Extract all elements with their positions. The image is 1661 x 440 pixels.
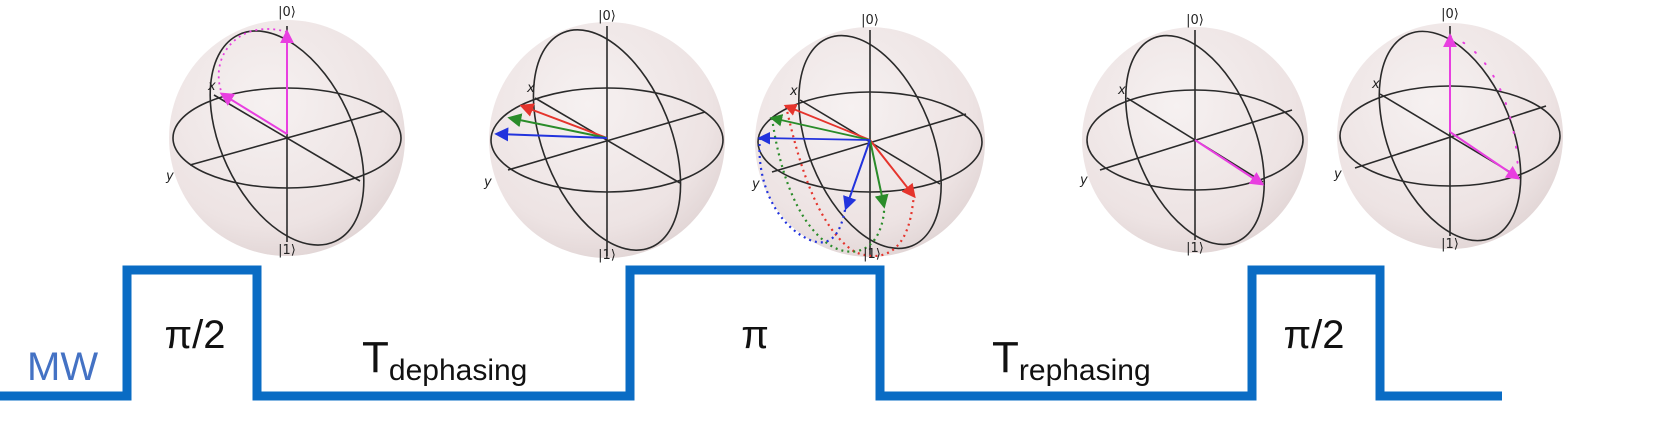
ket0-label: |0⟩: [598, 9, 616, 24]
ket0-label: |0⟩: [861, 13, 879, 28]
x-axis-label: x: [789, 84, 798, 99]
y-axis-label: y: [1333, 167, 1342, 182]
vector-blue: [843, 139, 871, 211]
delay-subscript: rephasing: [1019, 354, 1151, 387]
pulse-label-pi-half-2: π/2: [1284, 313, 1345, 357]
mw-pulse-line: [0, 265, 1502, 401]
pulse-label-pi-half-1: π/2: [165, 313, 226, 357]
bloch-sphere-4: |0⟩ |1⟩ x y: [1079, 13, 1308, 256]
delay-label-rephasing: Trephasing: [992, 333, 1151, 387]
trajectory-blue: [758, 137, 849, 244]
ket1-label: |1⟩: [1441, 237, 1459, 252]
ket1-label: |1⟩: [598, 248, 616, 263]
bloch-sphere-5: |0⟩ |1⟩ x y: [1333, 7, 1563, 252]
delay-main: T: [992, 333, 1019, 382]
ket0-label: |0⟩: [278, 5, 296, 20]
x-axis-label: x: [207, 79, 216, 94]
vector-red-initial: [783, 103, 871, 141]
meridian: [798, 34, 942, 250]
bloch-sphere-1: |0⟩ |1⟩ x y: [165, 5, 405, 258]
delay-main: T: [362, 333, 389, 382]
delay-label-dephasing: Tdephasing: [362, 333, 527, 387]
state-vector-start: [1449, 131, 1521, 180]
pulse-sequence: MW π/2 Tdephasing π Trephasing π/2: [0, 265, 1502, 401]
x-axis-label: x: [526, 81, 535, 96]
x-axis-label: x: [1117, 83, 1126, 98]
ket1-label: |1⟩: [278, 243, 296, 258]
trajectory-green: [770, 117, 886, 253]
vector-green: [869, 139, 889, 209]
vector-red: [519, 103, 608, 139]
vector-blue-initial: [757, 131, 871, 145]
mw-label: MW: [27, 345, 98, 389]
vector-red: [869, 139, 916, 199]
y-axis: [1354, 105, 1547, 169]
y-axis: [189, 110, 385, 166]
pulse-label-pi: π: [741, 313, 769, 357]
delay-subscript: dephasing: [389, 354, 527, 387]
state-vector: [1194, 139, 1265, 186]
ket1-label: |1⟩: [863, 247, 881, 262]
ket0-label: |0⟩: [1441, 7, 1459, 22]
meridian: [532, 29, 682, 251]
meridian: [1124, 34, 1266, 246]
state-vector-x: [219, 92, 288, 135]
x-axis-label: x: [1371, 77, 1380, 92]
y-axis-label: y: [165, 169, 174, 184]
vector-green: [507, 113, 608, 139]
ket0-label: |0⟩: [1186, 13, 1204, 28]
y-axis: [507, 111, 706, 171]
y-axis-label: y: [483, 175, 492, 190]
bloch-sphere-3: |0⟩ |1⟩ x y: [751, 13, 985, 262]
meridian: [209, 30, 365, 246]
ket1-label: |1⟩: [1186, 241, 1204, 256]
bloch-sphere-2: |0⟩ |1⟩ x y: [483, 9, 725, 263]
y-axis-label: y: [751, 177, 760, 192]
vector-blue: [494, 127, 608, 142]
y-axis-label: y: [1079, 173, 1088, 188]
meridian: [1378, 30, 1522, 242]
rotation-trajectory: [1449, 35, 1519, 179]
vector-green-initial: [769, 114, 871, 141]
